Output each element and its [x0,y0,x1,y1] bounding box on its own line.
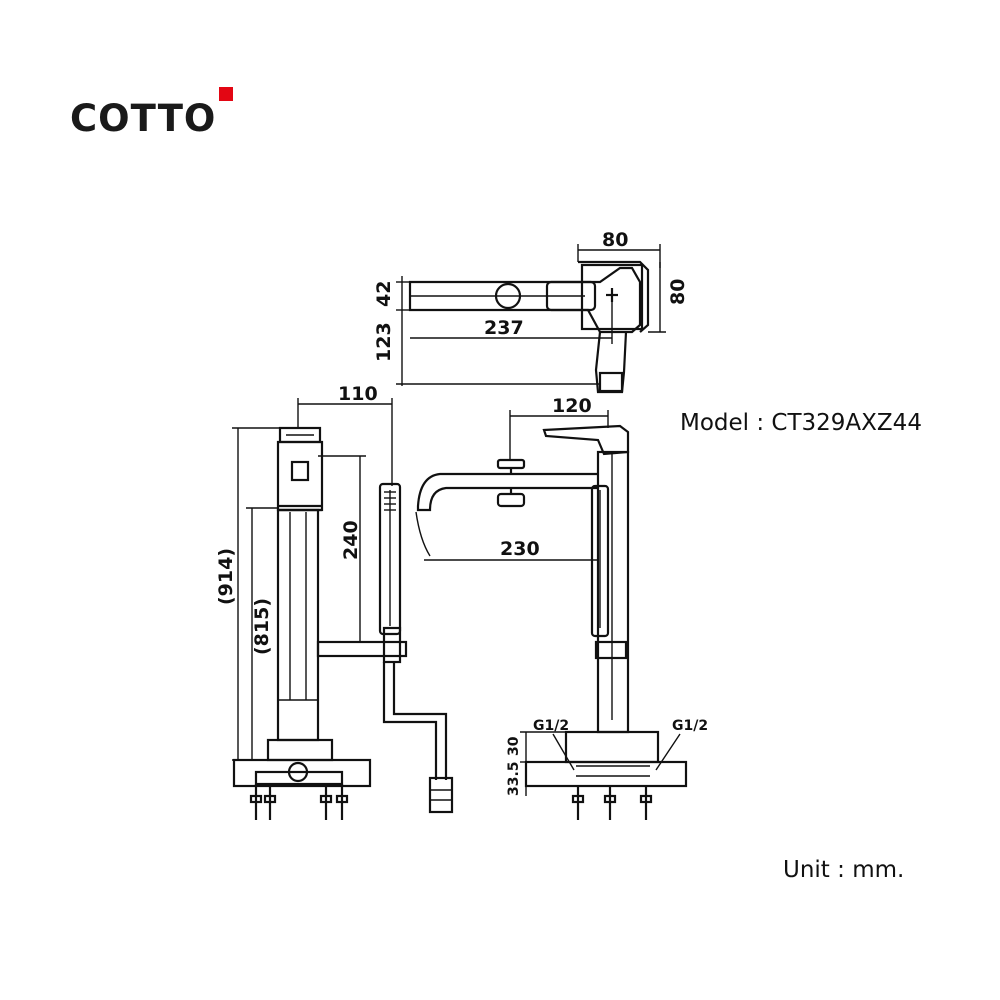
left-lever-slot [290,460,310,482]
left-holder-arm [316,640,408,658]
thread-label-right: G1/2 [672,718,708,734]
dim-top-123: 123 [373,322,395,362]
dim-top-42: 42 [373,281,395,307]
left-hose-connector [428,776,454,814]
right-diverter-under [496,492,526,508]
dim-right-230: 230 [500,538,540,560]
left-base-flange [266,738,334,762]
top-handle-tip [598,371,624,393]
left-bolts [249,784,349,820]
left-floor-slab [232,758,372,788]
right-view: 120 230 [415,395,708,820]
left-hose [382,662,438,780]
thread-label-left: G1/2 [533,718,569,734]
top-lever-base [545,280,597,312]
top-housing [578,260,650,333]
dim-top-237: 237 [484,317,524,339]
right-hand-shower [590,484,610,638]
dim-top-height-right: 80 [667,279,689,305]
right-diverter-knob [496,458,526,470]
top-diverter-knob [494,282,522,310]
top-view: 80 80 42 123 237 [373,229,689,394]
dim-left-240: 240 [340,520,362,560]
right-spout [416,472,598,512]
dim-left-914: (914) [215,548,237,605]
left-cartridge-body [276,440,324,512]
right-lever [542,424,630,456]
left-holder-cup [382,626,402,664]
dim-right-120: 120 [552,395,592,417]
dim-right-33-5: 33.5 [506,761,522,796]
unit-label: Unit : mm. [783,857,905,883]
left-view: 110 [215,383,454,820]
right-holder [594,640,628,660]
top-spout-body [408,266,642,334]
cotto-logo: COTTO [70,87,240,145]
right-column [596,450,630,734]
dim-right-30: 30 [506,736,522,756]
logo-wordmark: COTTO [70,97,217,140]
right-bolts [571,786,653,820]
left-column [276,508,320,742]
dim-left-110: 110 [338,383,378,405]
logo-red-square [219,87,233,101]
dim-top-width: 80 [602,229,628,251]
left-hand-shower [378,482,402,636]
dim-left-815: (815) [251,598,273,655]
right-base-flange [564,730,660,764]
model-label: Model : CT329AXZ44 [680,410,922,436]
